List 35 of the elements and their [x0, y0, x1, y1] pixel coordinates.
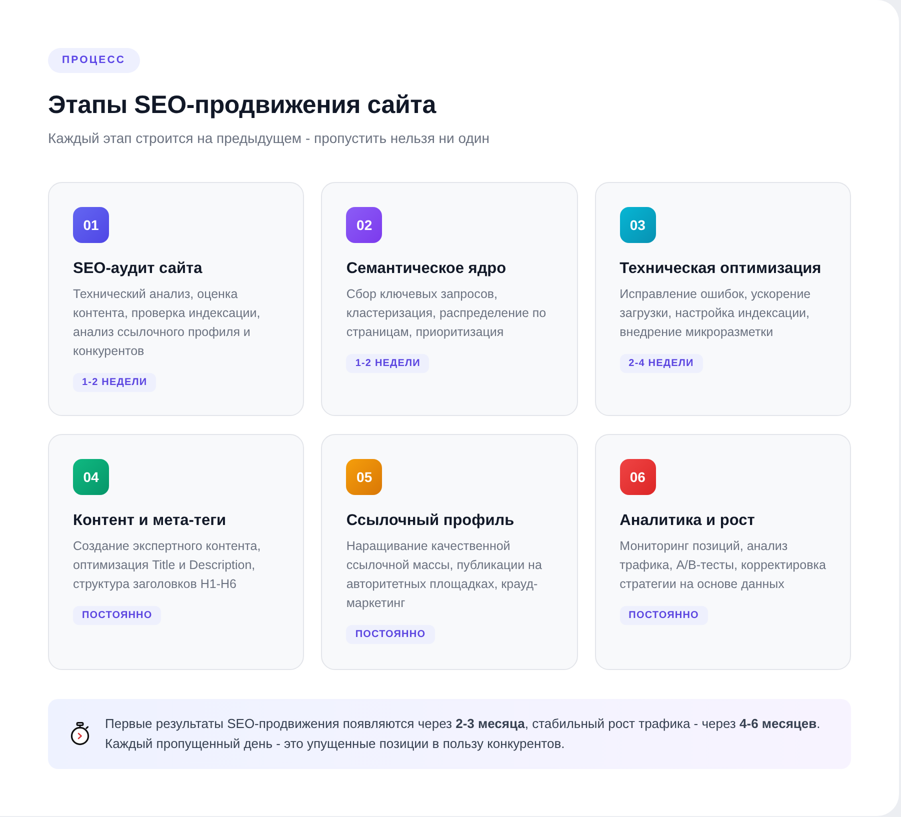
stage-description: Исправление ошибок, ускорение загрузки, настройка индексации, внедрение микроразметки	[620, 286, 812, 341]
stage-title: Аналитика и рост	[620, 511, 755, 531]
step-number-badge: 03	[620, 207, 656, 243]
stage-title: Контент и мета-теги	[73, 511, 226, 531]
stage-description: Мониторинг позиций, анализ трафика, A/B-тесты, корректировка стратегии на основе данных	[620, 538, 827, 593]
duration-tag: ПОСТОЯННО	[73, 606, 162, 625]
callout-text: Первые результаты SEO-продвижения появляются через 2-3 месяца, стабильный рост трафика - через 4-6 месяцев. Каждый пропущенный день - это упущенные позиции в пользу конкурентов.	[105, 715, 822, 753]
step-number-badge: 02	[346, 207, 382, 243]
stage-card	[594, 434, 851, 670]
duration-tag: ПОСТОЯННО	[620, 606, 708, 625]
step-number-badge: 04	[73, 459, 109, 495]
subtitle-text: Каждый этап строится на предыдущем - пропустить нельзя ни один	[48, 129, 490, 147]
stage-card	[48, 434, 304, 670]
stage-title: Техническая оптимизация	[620, 259, 822, 279]
stage-title: Семантическое ядро	[346, 259, 506, 279]
step-number-badge: 01	[73, 207, 109, 243]
stage-card	[321, 182, 578, 416]
stage-card	[594, 182, 851, 416]
stage-description: Создание экспертного контента, оптимизация Title и Description, структура заголовков H1-H6	[73, 538, 262, 593]
duration-tag: 1-2 НЕДЕЛИ	[73, 373, 156, 392]
step-number-badge: 06	[620, 459, 656, 495]
stage-title: SEO-аудит сайта	[73, 259, 202, 279]
stage-description: Наращивание качественной ссылочной массы, публикации на авторитетных площадках, крауд-маркетинг	[346, 538, 543, 612]
page-title: Этапы SEO-продвижения сайта	[48, 90, 436, 121]
stage-card	[48, 182, 304, 416]
duration-tag: ПОСТОЯННО	[346, 625, 435, 644]
duration-tag: 1-2 НЕДЕЛИ	[346, 354, 430, 373]
stage-description: Технический анализ, оценка контента, проверка индексации, анализ ссылочного профиля и конкурентов	[73, 286, 262, 360]
stage-description: Сбор ключевых запросов, кластеризация, распределение по страницам, приоритизация	[346, 286, 548, 341]
duration-tag: 2-4 НЕДЕЛИ	[620, 354, 703, 373]
section-tag: ПРОЦЕСС	[48, 48, 140, 73]
info-callout	[48, 699, 851, 769]
stage-card	[321, 434, 578, 670]
stage-title: Ссылочный профиль	[346, 511, 514, 531]
step-number-badge: 05	[346, 459, 382, 495]
